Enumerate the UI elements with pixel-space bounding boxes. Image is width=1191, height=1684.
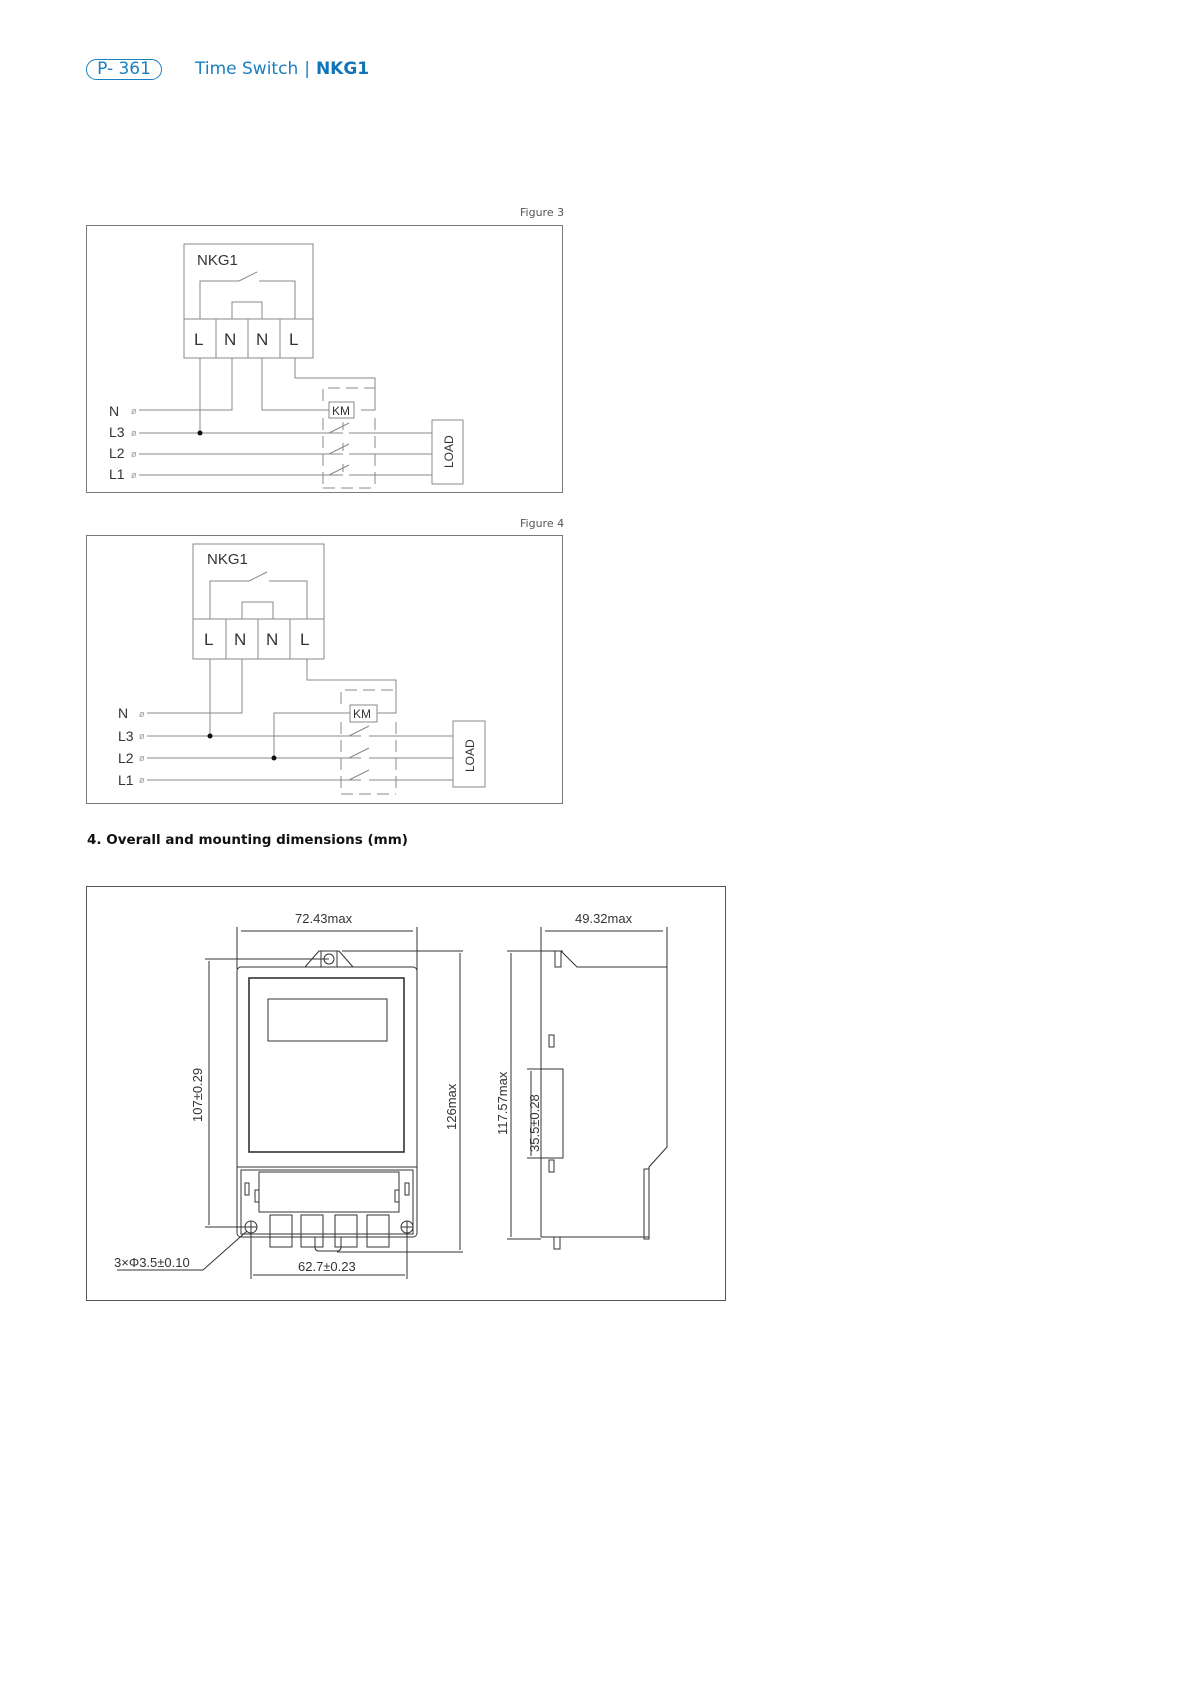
svg-text:L: L: [204, 630, 213, 649]
svg-text:L1: L1: [109, 466, 125, 482]
svg-text:LOAD: LOAD: [463, 739, 477, 772]
svg-text:ø: ø: [131, 428, 137, 438]
svg-text:49.32max: 49.32max: [575, 911, 633, 926]
figure-4-wiring-diagram: NKG1 L N N L KM N L3 L2 L1 LOAD ø ø ø ø: [86, 535, 563, 804]
figure-3-wiring-diagram: NKG1 L N N L KM N L3 L2 L1 LOAD ø ø ø ø: [86, 225, 563, 493]
svg-text:117.57max: 117.57max: [495, 1071, 510, 1135]
svg-text:ø: ø: [139, 775, 145, 785]
page-number-badge: P- 361: [86, 59, 162, 80]
svg-text:N: N: [118, 705, 128, 721]
svg-text:L3: L3: [118, 728, 134, 744]
svg-text:126max: 126max: [444, 1083, 459, 1130]
section-heading: 4. Overall and mounting dimensions (mm): [87, 832, 408, 848]
svg-text:107±0.29: 107±0.29: [190, 1068, 205, 1122]
svg-text:N: N: [266, 630, 278, 649]
section-name: Time Switch: [195, 59, 299, 79]
svg-text:N: N: [256, 330, 268, 349]
model-name: NKG1: [315, 59, 370, 79]
device-label: NKG1: [197, 252, 238, 269]
svg-text:LOAD: LOAD: [442, 435, 456, 468]
svg-text:L: L: [289, 330, 298, 349]
svg-text:L3: L3: [109, 424, 125, 440]
dimension-diagram: 72.43max 49.32max 107±0.29 126max 117.57…: [114, 911, 668, 1279]
svg-text:L: L: [300, 630, 309, 649]
svg-text:L1: L1: [118, 772, 134, 788]
svg-text:N: N: [109, 403, 119, 419]
wiring-diagram-4: NKG1 L N N L KM N L3 L2 L1 LOAD ø ø ø ø: [118, 543, 486, 795]
page-title: Time Switch|NKG1: [195, 58, 369, 80]
svg-text:ø: ø: [139, 709, 145, 719]
svg-text:KM: KM: [332, 404, 350, 418]
svg-text:NKG1: NKG1: [207, 551, 248, 568]
svg-text:ø: ø: [131, 470, 137, 480]
svg-text:ø: ø: [139, 731, 145, 741]
svg-text:ø: ø: [139, 753, 145, 763]
svg-text:ø: ø: [131, 406, 137, 416]
title-separator: |: [304, 59, 310, 79]
svg-text:3×Φ3.5±0.10: 3×Φ3.5±0.10: [114, 1255, 190, 1270]
wiring-diagram-3: NKG1 L N N L KM N L3 L2 L1 LOAD ø ø ø ø: [109, 243, 464, 489]
svg-text:72.43max: 72.43max: [295, 911, 353, 926]
svg-text:N: N: [224, 330, 236, 349]
svg-text:L2: L2: [109, 445, 125, 461]
svg-text:L2: L2: [118, 750, 134, 766]
svg-text:ø: ø: [131, 449, 137, 459]
figure-4-caption: Figure 4: [520, 517, 565, 530]
figure-3-caption: Figure 3: [520, 206, 565, 219]
svg-text:N: N: [234, 630, 246, 649]
svg-text:62.7±0.23: 62.7±0.23: [298, 1259, 356, 1274]
svg-text:L: L: [194, 330, 203, 349]
svg-text:35.5±0.28: 35.5±0.28: [527, 1094, 542, 1152]
dimension-drawing: 72.43max 49.32max 107±0.29 126max 117.57…: [86, 886, 726, 1301]
svg-text:KM: KM: [353, 707, 371, 721]
